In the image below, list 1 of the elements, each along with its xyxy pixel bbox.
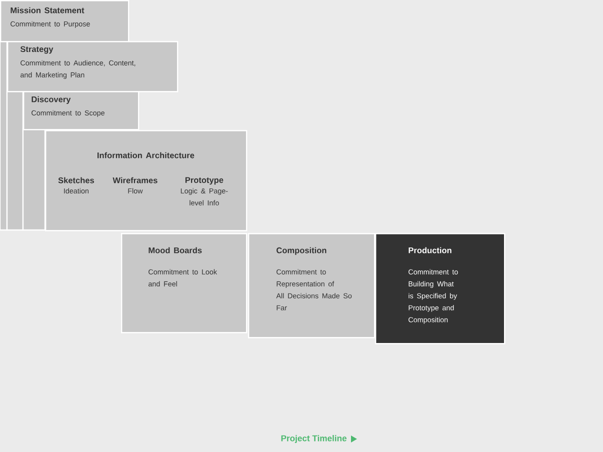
timeline-label: Project Timeline (281, 435, 347, 443)
